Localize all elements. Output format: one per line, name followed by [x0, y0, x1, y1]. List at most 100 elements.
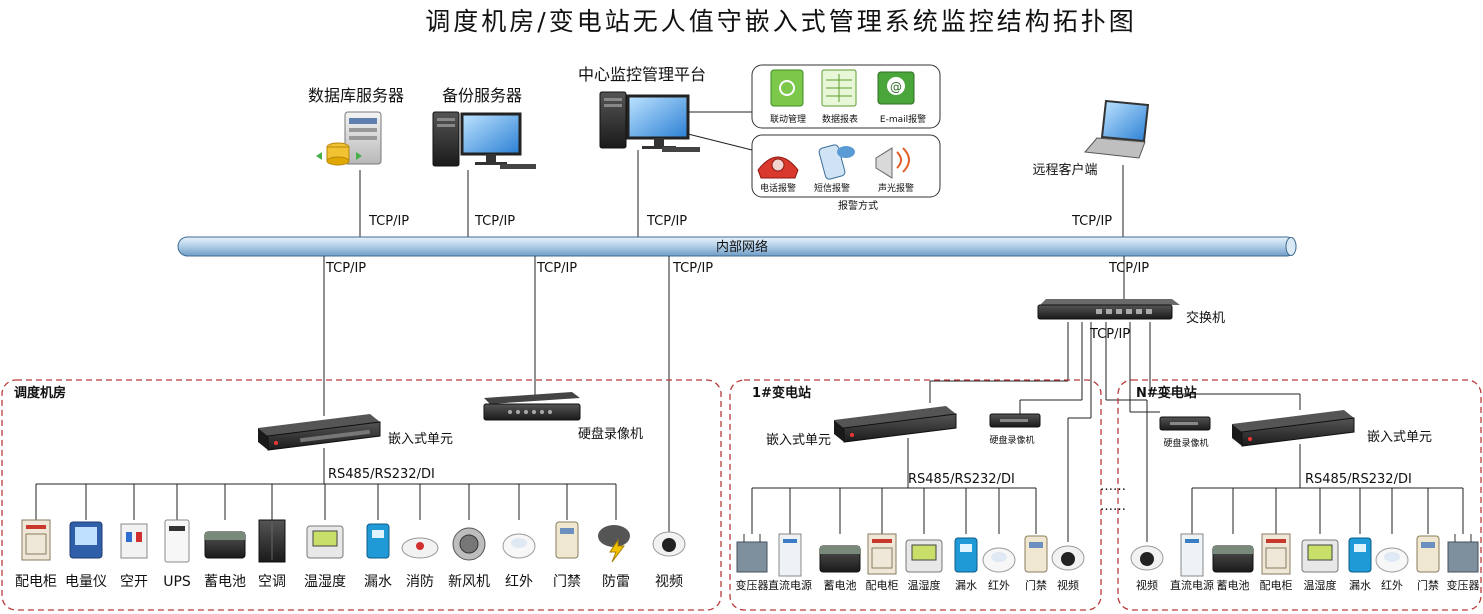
dispatch-device-ups: UPS [163, 484, 191, 590]
dispatch-device-label: 红外 [505, 574, 533, 590]
dispatch-bus-label: RS485/RS232/DI [328, 467, 435, 482]
lightning-protector-icon [598, 525, 630, 563]
dispatch-device-label: 配电柜 [15, 574, 57, 590]
sub1-device-label: 漏水 [955, 579, 977, 592]
page-title: 调度机房/变电站无人值守嵌入式管理系统监控结构拓扑图 [425, 7, 1136, 36]
subn-device-camera: 视频 [1130, 545, 1164, 592]
switch-label: 交换机 [1186, 310, 1225, 326]
bottom-links [323, 256, 1301, 542]
platform-functions-box: @ 联动管理 数据报表 E-mail报警 [751, 64, 941, 129]
tcpip-label-dvr: TCP/IP [536, 261, 577, 276]
temp-humidity-sensor-icon [1301, 539, 1339, 573]
linkage-management-icon [770, 69, 804, 107]
subn-bus-label: RS485/RS232/DI [1305, 472, 1412, 487]
subn-zone-title: N#变电站 [1136, 385, 1197, 401]
subn-device-transformer: 变压器 [1447, 488, 1480, 592]
function-linkage-label: 联动管理 [770, 113, 806, 125]
sub1-device-access-control: 门禁 [1024, 488, 1048, 592]
sms-alarm-icon [818, 144, 855, 180]
dispatch-embedded-unit-icon [258, 414, 381, 451]
subn-device-label: 红外 [1381, 579, 1403, 592]
dispatch-device-power-meter: 电量仪 [65, 484, 107, 590]
sub1-device-battery: 蓄电池 [819, 488, 861, 592]
sub1-device-label: 视频 [1057, 578, 1079, 592]
circuit-breaker-icon [120, 523, 148, 559]
dispatch-device-label: 消防 [406, 574, 434, 590]
phone-alarm-icon [757, 156, 799, 179]
dispatch-device-fresh-air-fan: 新风机 [448, 484, 490, 590]
access-control-icon [555, 521, 579, 559]
temp-humidity-sensor-icon [905, 539, 943, 573]
dispatch-device-switchgear-cabinet: 配电柜 [15, 484, 57, 590]
dispatch-device-circuit-breaker: 空开 [120, 484, 148, 590]
alarm-sound-light-label: 声光报警 [878, 182, 914, 194]
dispatch-device-label: 电量仪 [65, 574, 107, 590]
alarm-phone-label: 电话报警 [760, 182, 796, 194]
battery-icon [1212, 545, 1254, 573]
dispatch-dvr-label: 硬盘录像机 [578, 426, 643, 442]
air-conditioner-icon [258, 519, 286, 563]
sound-light-alarm-icon [875, 147, 910, 179]
dispatch-device-temp-humidity-sensor: 温湿度 [304, 484, 346, 590]
dispatch-device-label: 门禁 [553, 574, 581, 590]
sub1-device-label: 配电柜 [866, 579, 899, 592]
tcpip-label-switch: TCP/IP [1108, 261, 1149, 276]
dispatch-device-infrared-sensor: 红外 [502, 484, 536, 590]
email-alarm-icon: @ [877, 71, 915, 105]
switchgear-cabinet-icon [21, 519, 51, 561]
sub1-device-camera: 视频 [1051, 545, 1085, 592]
camera-icon [1051, 545, 1085, 571]
alarm-methods-box: 电话报警 短信报警 声光报警 [751, 134, 941, 198]
sub1-device-water-leak-sensor: 漏水 [954, 488, 978, 592]
tcpip-label-backup: TCP/IP [474, 214, 515, 229]
function-email-label: E-mail报警 [880, 113, 926, 125]
remote-client-label: 远程客户端 [1032, 162, 1097, 178]
top-links [359, 111, 1124, 238]
subn-zone [1117, 379, 1482, 611]
dispatch-device-camera: 视频 [652, 531, 686, 590]
sub1-bus-label: RS485/RS232/DI [908, 472, 1015, 487]
dispatch-zone-title: 调度机房 [14, 385, 66, 401]
dispatch-device-smoke-detector: 消防 [401, 484, 439, 590]
protocol-labels-top: TCP/IP TCP/IP TCP/IP TCP/IP [368, 214, 1112, 229]
dispatch-device-label: 蓄电池 [204, 574, 246, 590]
subn-device-temp-humidity-sensor: 温湿度 [1301, 488, 1339, 592]
sub1-zone-title: 1#变电站 [752, 385, 811, 401]
sub1-device-label: 变压器 [736, 578, 769, 592]
ups-icon [164, 519, 190, 563]
sub1-zone [729, 379, 1102, 611]
tcpip-label-video: TCP/IP [672, 261, 713, 276]
dispatch-device-air-conditioner: 空调 [258, 484, 286, 590]
dispatch-dvr-icon [483, 392, 581, 421]
transformer-icon [736, 534, 768, 573]
sub1-dvr-icon [989, 413, 1041, 428]
fresh-air-fan-icon [452, 527, 486, 561]
sub1-device-label: 直流电源 [768, 578, 812, 592]
dispatch-device-label: 空调 [258, 574, 286, 590]
battery-icon [819, 545, 861, 573]
sub1-device-label: 门禁 [1025, 578, 1047, 592]
water-leak-sensor-icon [954, 537, 978, 573]
dispatch-device-label: 空开 [120, 574, 148, 590]
tcpip-label-center: TCP/IP [646, 214, 687, 229]
subn-device-switchgear-cabinet: 配电柜 [1260, 488, 1293, 592]
tcpip-label-db: TCP/IP [368, 214, 409, 229]
sub1-device-label: 温湿度 [908, 578, 941, 592]
subn-device-water-leak-sensor: 漏水 [1348, 488, 1372, 592]
sub1-device-label: 蓄电池 [824, 579, 857, 592]
dispatch-device-battery: 蓄电池 [204, 484, 246, 590]
camera-icon [1130, 545, 1164, 571]
protocol-labels-bottom: TCP/IP TCP/IP TCP/IP TCP/IP TCP/IP [325, 261, 1149, 342]
subn-device-battery: 蓄电池 [1212, 488, 1254, 592]
dc-power-supply-icon [1180, 533, 1204, 577]
infrared-sensor-icon [982, 547, 1016, 573]
water-leak-sensor-icon [1348, 537, 1372, 573]
dispatch-device-label: 温湿度 [304, 574, 346, 590]
dispatch-device-water-leak-sensor: 漏水 [364, 484, 392, 590]
dispatch-zone [1, 379, 722, 611]
dispatch-embedded-unit-label: 嵌入式单元 [388, 432, 453, 447]
tcpip-label-dispatch-unit: TCP/IP [325, 261, 366, 276]
subn-device-label: 变压器 [1447, 578, 1480, 592]
